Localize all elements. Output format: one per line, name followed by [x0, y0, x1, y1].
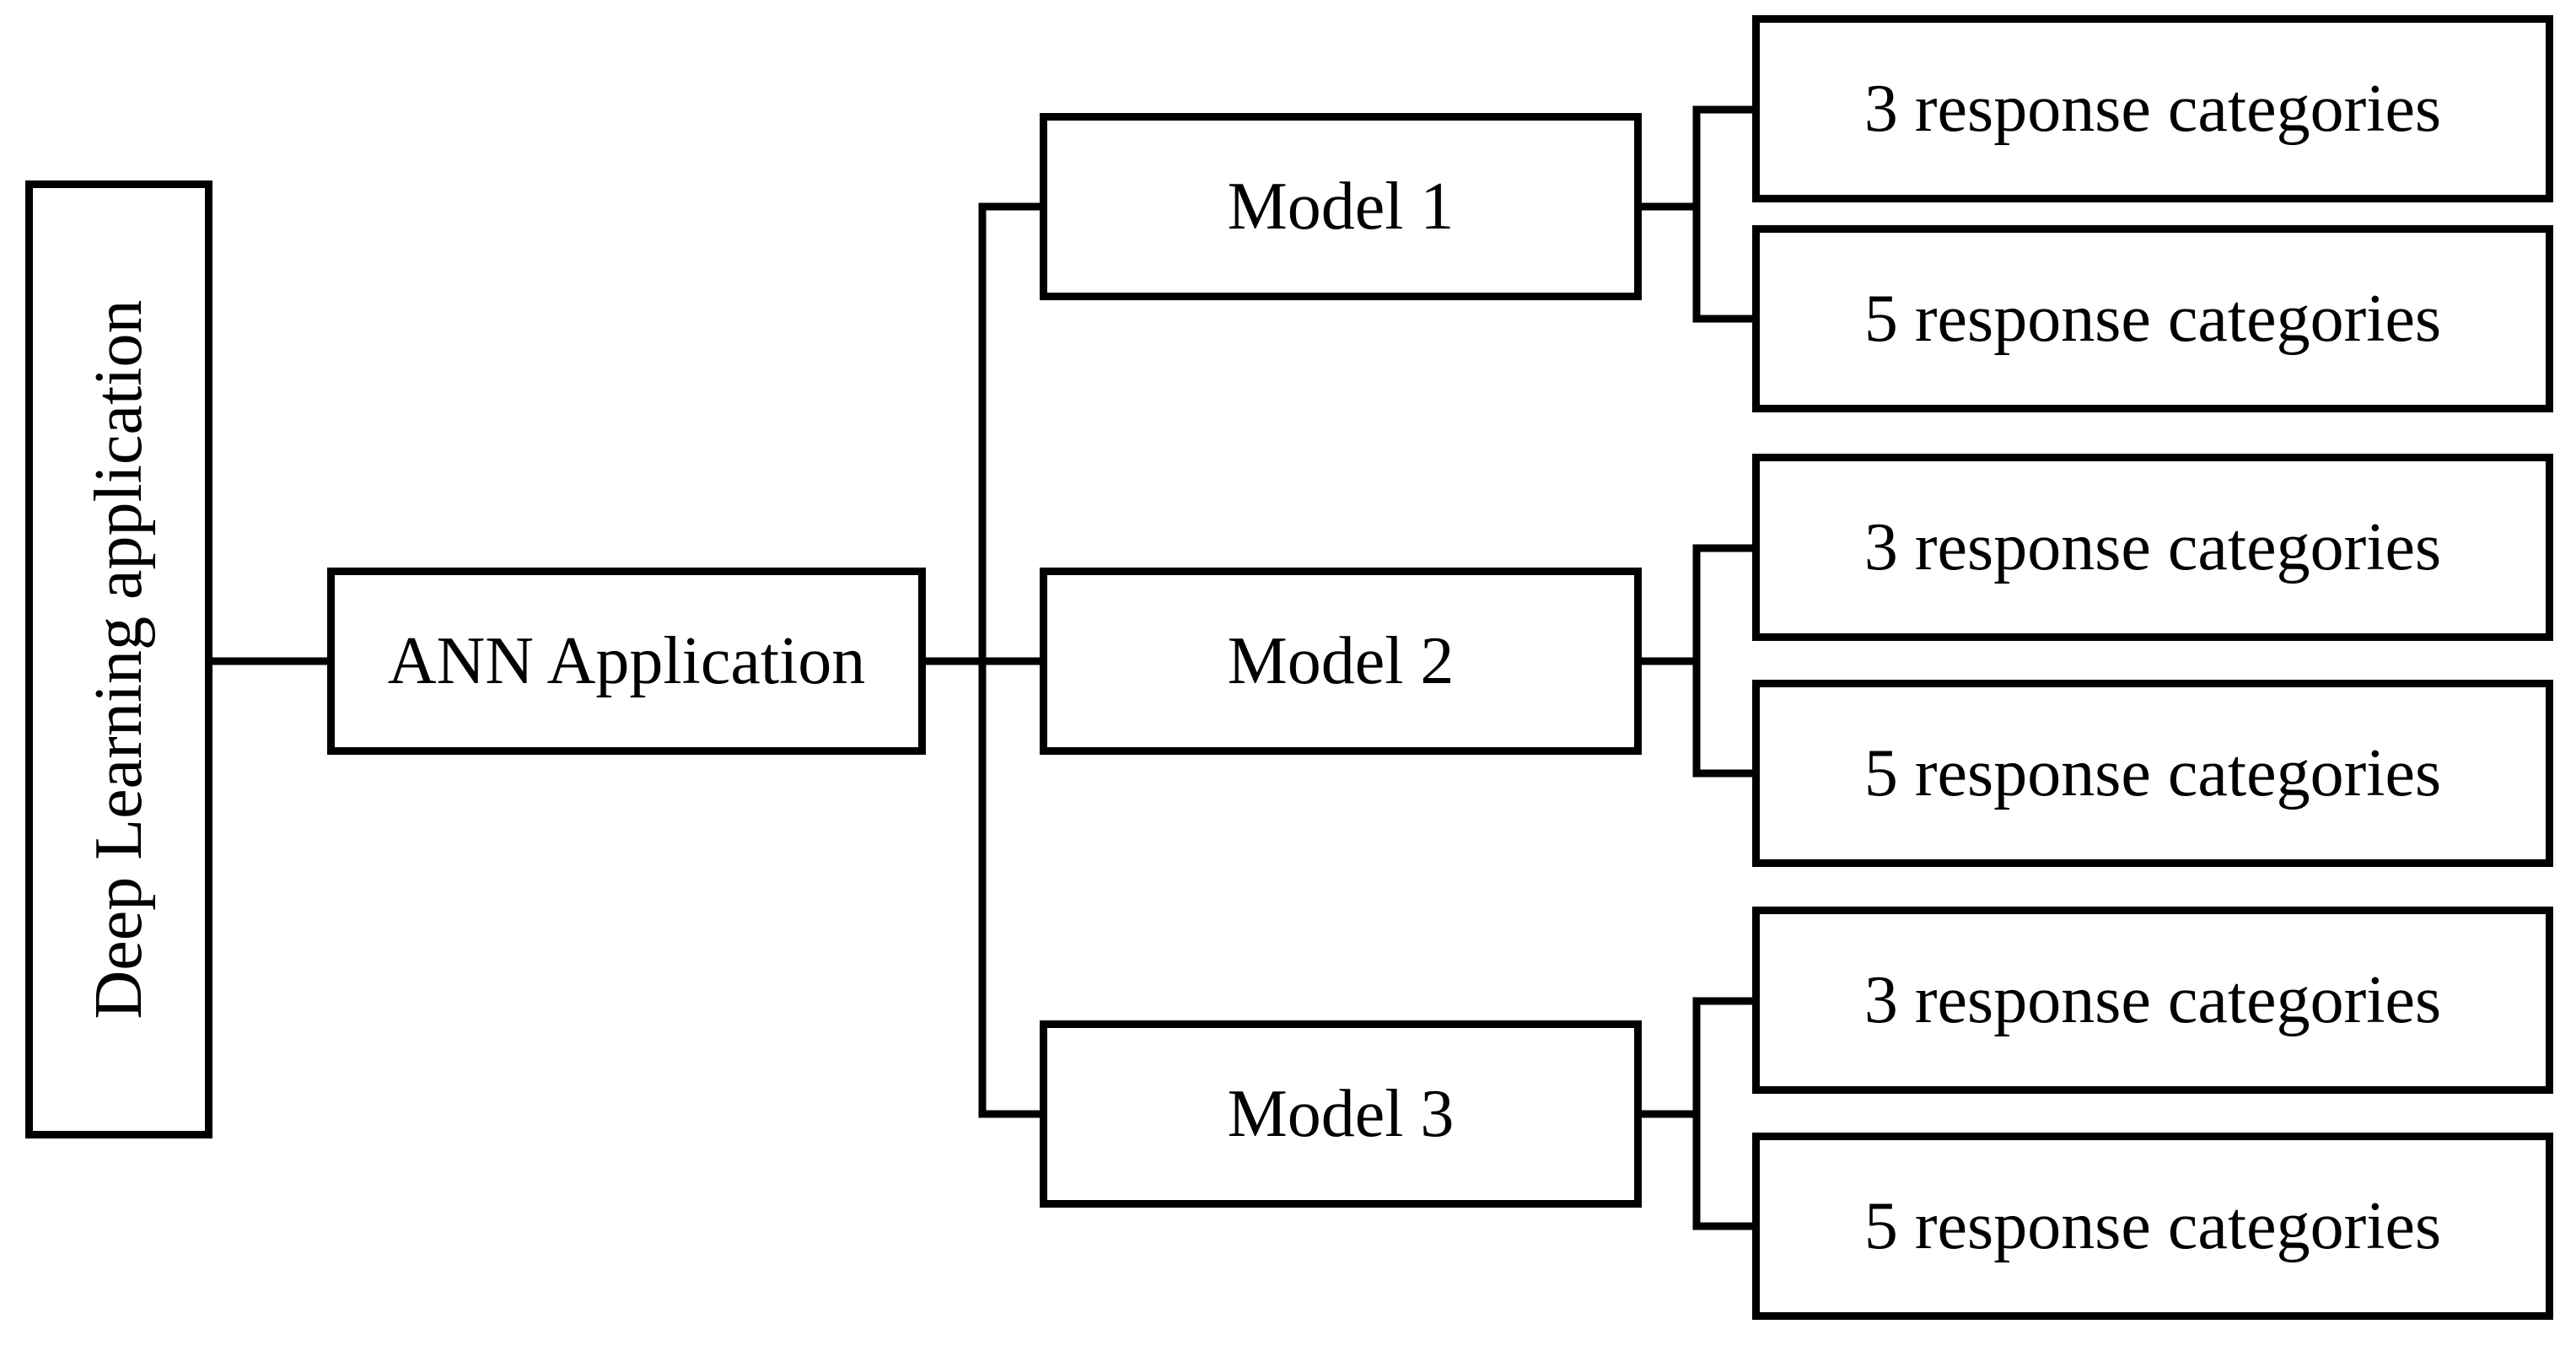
model-1-outcome-2-label: 5 response categories — [1863, 282, 2442, 356]
model-1-label: Model 1 — [1227, 170, 1455, 244]
model-3-outcome-2-node: 5 response categories — [1752, 1133, 2553, 1320]
model-1-node: Model 1 — [1040, 113, 1642, 300]
model-2-node: Model 2 — [1040, 568, 1642, 755]
root-node-label-wrap: Deep Learning application — [77, 238, 161, 1081]
model-3-outcome-1-label: 3 response categories — [1863, 963, 2442, 1037]
model-1-outcome-2-node: 5 response categories — [1752, 225, 2553, 412]
model-2-outcome-2-label: 5 response categories — [1863, 736, 2442, 810]
model-3-outcome-2-label: 5 response categories — [1863, 1189, 2442, 1263]
model-2-outcome-2-node: 5 response categories — [1752, 680, 2553, 867]
ann-application-label: ANN Application — [387, 624, 866, 698]
root-node-label: Deep Learning application — [82, 299, 156, 1020]
model-2-label: Model 2 — [1227, 624, 1455, 698]
ann-application-node: ANN Application — [327, 568, 926, 755]
model-3-node: Model 3 — [1040, 1020, 1642, 1208]
model-3-label: Model 3 — [1227, 1077, 1455, 1151]
model-2-outcome-1-node: 3 response categories — [1752, 454, 2553, 641]
model-1-outcome-1-node: 3 response categories — [1752, 15, 2553, 202]
model-1-outcome-1-label: 3 response categories — [1863, 72, 2442, 146]
root-node: Deep Learning application — [25, 180, 212, 1138]
model-3-outcome-1-node: 3 response categories — [1752, 907, 2553, 1094]
model-2-outcome-1-label: 3 response categories — [1863, 510, 2442, 584]
